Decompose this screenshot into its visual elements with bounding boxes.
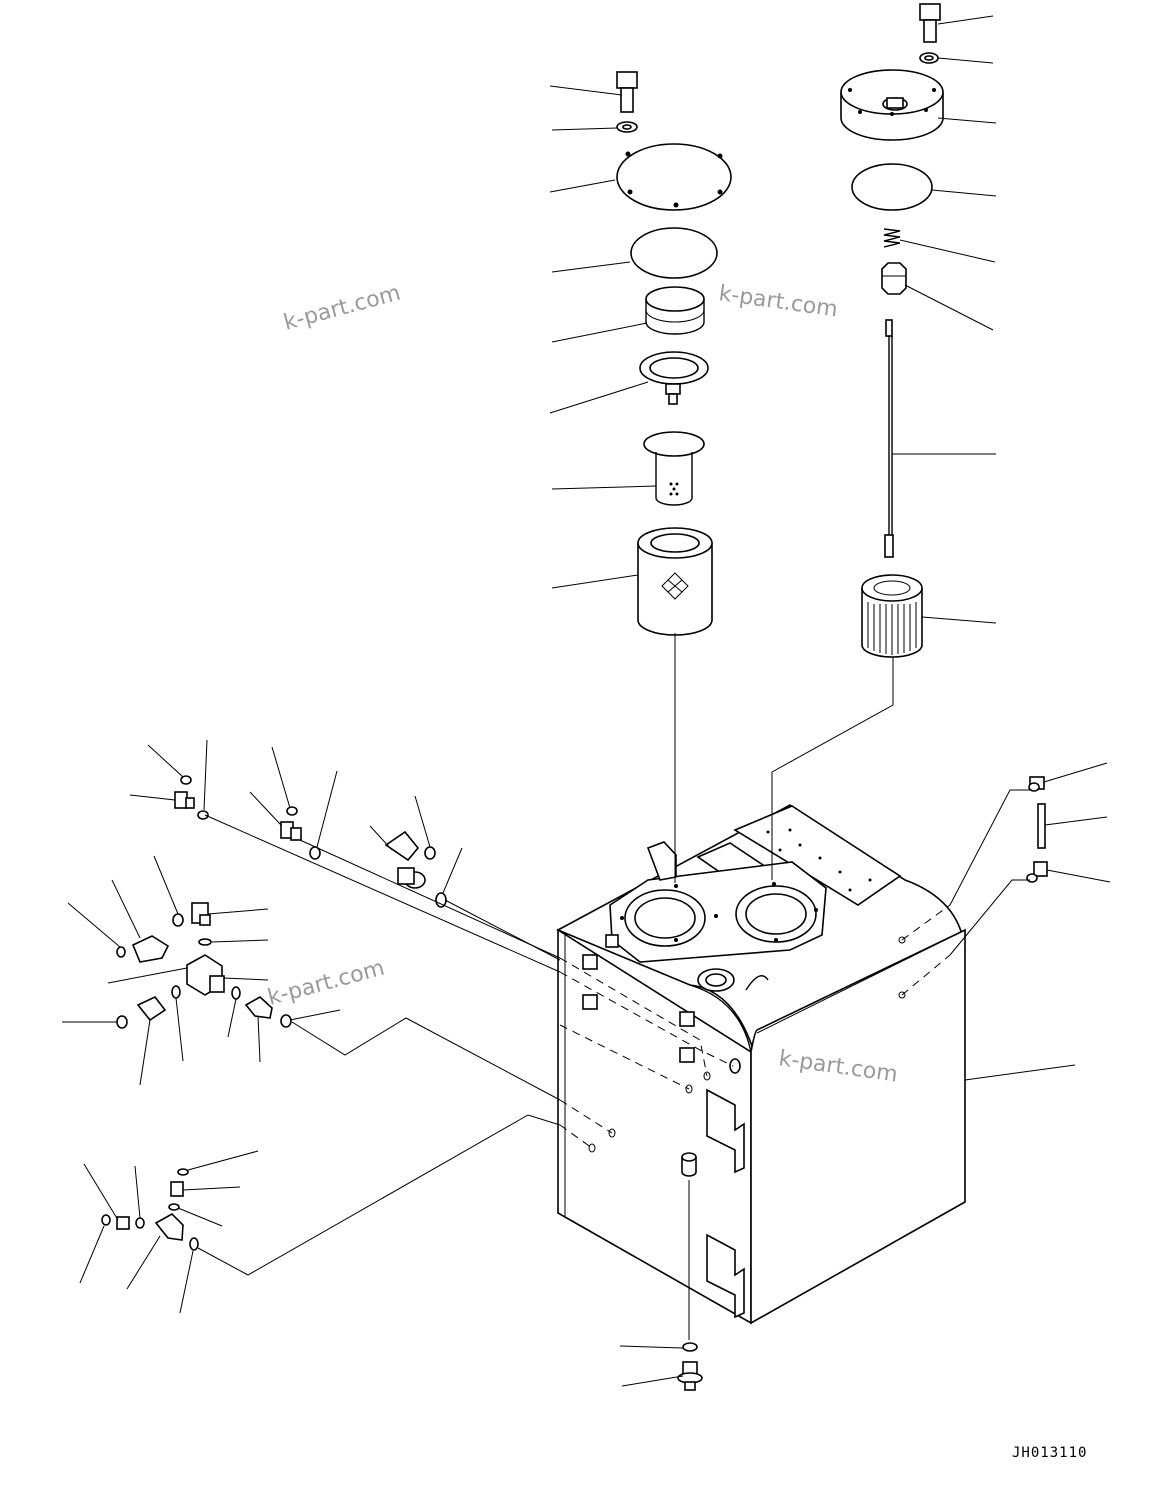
oring-i2 xyxy=(168,1203,180,1211)
filter-element-right xyxy=(861,574,923,658)
oring-j2 xyxy=(135,1217,145,1229)
cover-plate-left xyxy=(616,143,732,211)
elbow-c xyxy=(384,830,426,889)
elbow-b xyxy=(280,821,302,841)
oring-e xyxy=(116,946,126,958)
oring-b1 xyxy=(286,806,298,816)
fitting-right-bottom xyxy=(1026,861,1048,883)
drain-plug xyxy=(677,1361,703,1391)
fitting-right-top xyxy=(1028,776,1045,792)
oring-h xyxy=(280,1014,292,1028)
valve-right xyxy=(881,262,907,295)
watermark-1: k-part.com xyxy=(281,281,403,336)
tube-right xyxy=(1037,803,1046,849)
elbow-k xyxy=(154,1213,184,1241)
strainer-left xyxy=(643,431,705,506)
spring-right xyxy=(883,228,901,248)
oring-f1 xyxy=(171,985,181,999)
oring-d1 xyxy=(172,913,184,927)
connector-lines xyxy=(197,633,1032,1340)
elbow-e xyxy=(131,935,170,963)
o-ring-left xyxy=(630,227,718,279)
tee-block xyxy=(186,954,225,996)
elbow-h xyxy=(244,996,273,1019)
valve-plate-left xyxy=(639,351,709,405)
hidden-lines xyxy=(559,904,951,1149)
o-ring-right xyxy=(851,163,933,211)
nipple-j xyxy=(116,1216,130,1230)
filter-element-left xyxy=(637,527,713,636)
drain-washer xyxy=(682,1342,698,1352)
leader-lines xyxy=(62,15,1111,1387)
oring-k xyxy=(189,1237,199,1251)
spring-holder-left xyxy=(645,286,705,335)
bolt-right xyxy=(919,3,941,43)
oring-j1 xyxy=(101,1214,111,1226)
bolt-left xyxy=(616,71,638,113)
watermark-2: k-part.com xyxy=(717,281,839,322)
washer-right xyxy=(919,52,939,64)
oring-a2 xyxy=(197,810,209,820)
oring-f2 xyxy=(231,986,241,1000)
hydraulic-tank xyxy=(556,804,966,1325)
oring-a1 xyxy=(180,775,192,785)
union-g xyxy=(136,996,167,1022)
oring-d2 xyxy=(198,938,212,946)
nipple-i xyxy=(170,1181,184,1197)
oring-g xyxy=(116,1015,128,1029)
oring-c2 xyxy=(435,892,447,908)
drawing-code: JH013110 xyxy=(1012,1445,1087,1461)
oring-i1 xyxy=(177,1168,189,1176)
elbow-a xyxy=(174,791,195,809)
adapter-d xyxy=(191,902,211,926)
cover-plate-right xyxy=(840,69,944,141)
oring-c1 xyxy=(424,846,436,860)
watermark-3: k-part.com xyxy=(265,956,387,1011)
washer-left xyxy=(616,121,638,133)
rod-right xyxy=(884,319,894,558)
